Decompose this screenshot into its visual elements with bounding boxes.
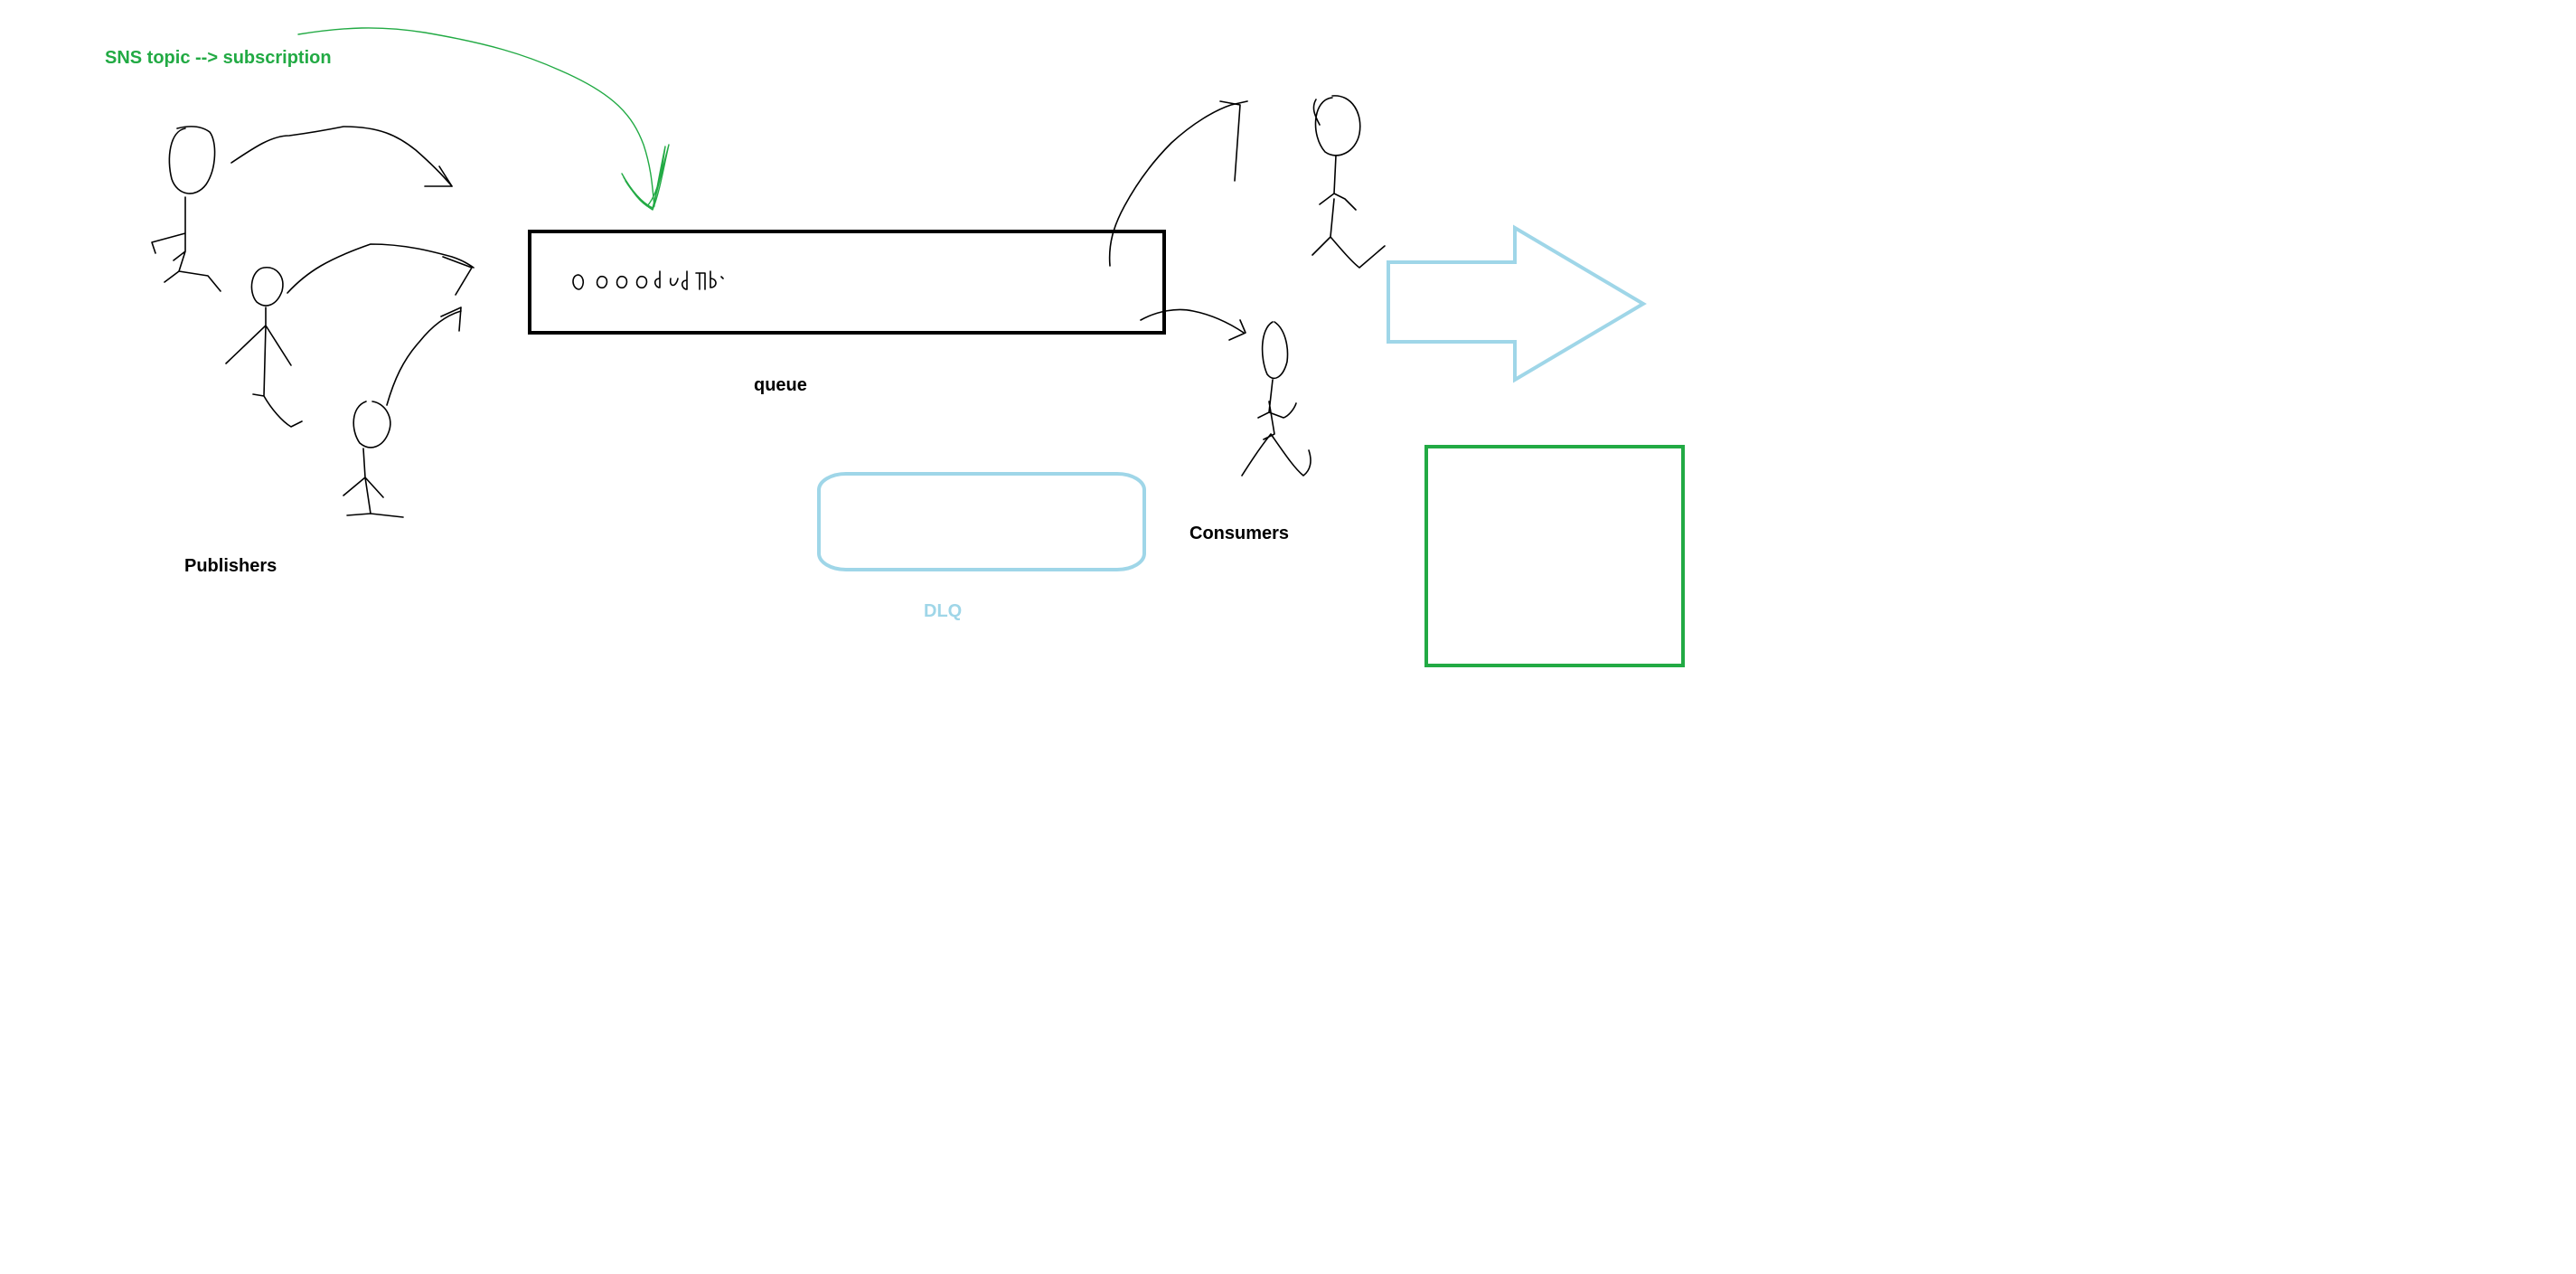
consumer-arrow-1 [1108, 100, 1248, 267]
queue-box [528, 230, 1166, 335]
publisher-figure-2 [225, 267, 303, 428]
publishers-label: Publishers [184, 556, 277, 576]
green-square [1424, 445, 1685, 667]
process-arrow [1387, 224, 1647, 383]
queue-label: queue [754, 375, 807, 395]
sns-topic-label: SNS topic --> subscription [105, 48, 332, 68]
consumer-arrow-2 [1140, 308, 1246, 341]
publisher-figure-3 [343, 401, 404, 518]
consumer-figure-2 [1241, 321, 1312, 477]
consumers-label: Consumers [1189, 524, 1290, 543]
queue-messages [572, 270, 724, 290]
publisher-arrow-1 [230, 126, 453, 187]
publisher-arrow-2 [287, 243, 475, 296]
dlq-box [817, 472, 1146, 571]
sns-arrow-scribble [621, 144, 670, 211]
sns-arrow-curve [297, 27, 655, 207]
consumer-figure-1 [1312, 95, 1386, 269]
publisher-figure-1 [151, 126, 221, 292]
dlq-label: DLQ [924, 601, 963, 621]
publisher-arrow-3 [386, 307, 462, 406]
sns-arrow [297, 27, 670, 211]
